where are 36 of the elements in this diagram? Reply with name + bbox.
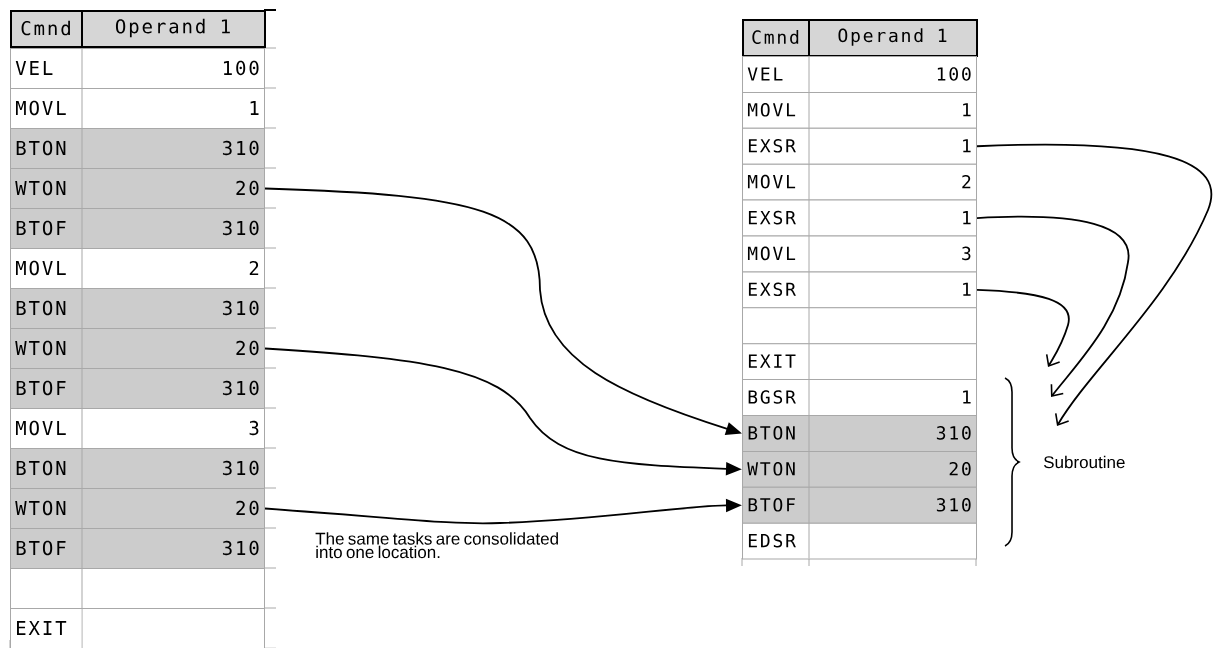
table-row: MOVL 1 xyxy=(10,87,265,129)
table-row: WTON 20 xyxy=(10,167,265,209)
table-row: MOVL 3 xyxy=(742,235,977,273)
empty-table-row xyxy=(10,567,265,609)
table-row: BTOF 310 xyxy=(10,527,265,569)
table-row: BTON 310 xyxy=(742,414,977,452)
table-row: MOVL 1 xyxy=(742,91,977,129)
table-header: Cmnd Operand 1 xyxy=(742,18,978,57)
table-row: BTON 310 xyxy=(10,287,265,329)
arrow xyxy=(976,288,1070,367)
table-row: VEL 100 xyxy=(10,47,265,89)
table-row: EXSR 1 xyxy=(742,270,977,309)
table-row: BGSR 1 xyxy=(742,378,977,416)
table-row: BTOF 310 xyxy=(742,486,977,524)
table-row: BTON 310 xyxy=(10,447,265,489)
table-row: EXSR 1 xyxy=(742,199,977,237)
table-row: MOVL 3 xyxy=(10,407,265,449)
table-header: Cmnd Operand 1 xyxy=(10,9,266,48)
table-row: EXSR 1 xyxy=(742,127,977,165)
empty-table-row xyxy=(742,306,977,345)
table-row: VEL 100 xyxy=(742,55,977,93)
arrow xyxy=(976,143,1213,426)
note-text: The same tasks are consolidated into one location. xyxy=(315,532,558,559)
table-row: EDSR xyxy=(742,522,977,560)
table-row: WTON 20 xyxy=(742,450,977,488)
table-row: MOVL 2 xyxy=(10,247,265,289)
arrow xyxy=(976,215,1130,397)
table-row: BTOF 310 xyxy=(10,367,265,409)
table-row: EXIT xyxy=(742,342,977,381)
table-row: WTON 20 xyxy=(10,327,265,369)
table-row: EXIT xyxy=(10,607,265,648)
table-row: MOVL 2 xyxy=(742,163,977,201)
table-row: WTON 20 xyxy=(10,487,265,529)
table-row: BTON 310 xyxy=(10,127,265,169)
brace-label: Subroutine xyxy=(1044,455,1125,469)
table-row: BTOF 310 xyxy=(10,207,265,249)
